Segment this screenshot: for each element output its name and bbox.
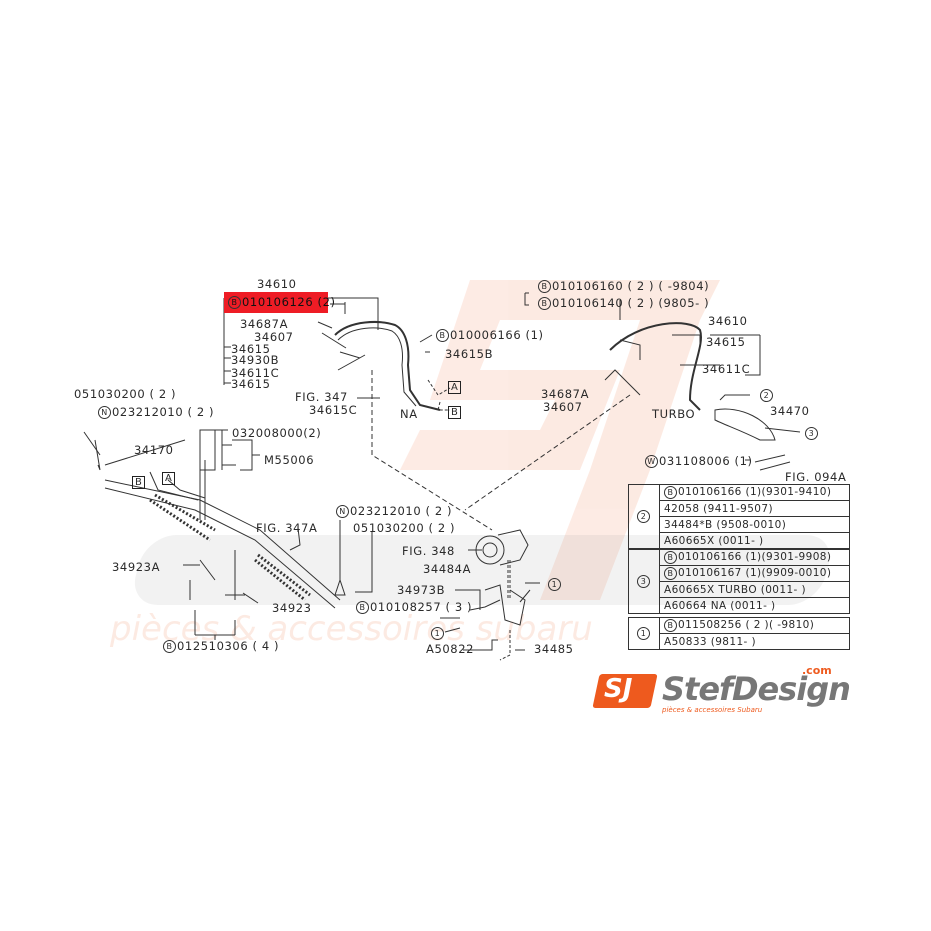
label-051030200-center: 051030200 ( 2 ) xyxy=(353,521,456,535)
table-row: A60665X (0011- ) xyxy=(629,532,850,550)
label-34615-a: 34615 xyxy=(231,342,271,356)
circle-b-icon: B xyxy=(163,640,176,653)
watermark-logo-icon xyxy=(400,280,720,600)
label-34610: 34610 xyxy=(257,277,297,291)
label-34607: 34607 xyxy=(254,330,294,344)
box-a-left: A xyxy=(162,471,176,485)
group-key-3: 3 xyxy=(628,548,660,614)
label-34615-b: 34615 xyxy=(231,377,271,391)
logo-tagline: pièces & accessoires Subaru xyxy=(662,706,763,714)
circle-b-icon: B xyxy=(436,329,449,342)
label-34611C-turbo: 34611C xyxy=(702,362,751,376)
label-34615-turbo: 34615 xyxy=(706,335,746,349)
label-34610-turbo: 34610 xyxy=(708,314,748,328)
label-34607-turbo: 34607 xyxy=(543,400,583,414)
watermark-tagline: pièces & accessoires subaru xyxy=(109,609,593,649)
label-fig-347: FIG. 347 xyxy=(295,390,348,404)
table-row: A60664 NA (0011- ) xyxy=(629,597,850,614)
label-34923: 34923 xyxy=(272,601,312,615)
label-fig-094A: FIG. 094A xyxy=(785,470,847,484)
label-fig-347A: FIG. 347A xyxy=(256,521,318,535)
label-turbo: TURBO xyxy=(652,407,696,421)
table-row: 42058 (9411-9507) xyxy=(629,500,850,517)
label-34611C: 34611C xyxy=(231,366,280,380)
callout-1-a: 1 xyxy=(548,578,562,591)
group-key-1: 1 xyxy=(628,617,660,650)
table-row: A60665X TURBO (0011- ) xyxy=(629,581,850,598)
label-na: NA xyxy=(400,407,418,421)
label-34470: 34470 xyxy=(770,404,810,418)
label-34687A: 34687A xyxy=(240,317,289,331)
label-fig-348: FIG. 348 xyxy=(402,544,455,558)
callout-2: 2 xyxy=(760,389,774,402)
box-b-left: B xyxy=(132,475,146,489)
label-34485: 34485 xyxy=(534,642,574,656)
stefdesign-logo: SJ StefDesign .com pièces & accessoires … xyxy=(590,664,851,718)
box-b-top: B xyxy=(448,405,462,419)
circle-w-icon: W xyxy=(645,455,658,468)
callout-3: 3 xyxy=(805,427,819,440)
circle-b-icon: B xyxy=(538,297,551,310)
logo-domain: .com xyxy=(802,664,832,677)
label-051030200: 051030200 ( 2 ) xyxy=(74,387,177,401)
callout-1-b: 1 xyxy=(431,627,445,640)
circle-b-icon: B xyxy=(356,601,369,614)
label-34170: 34170 xyxy=(134,443,174,457)
label-34923A: 34923A xyxy=(112,560,161,574)
label-34484A: 34484A xyxy=(423,562,472,576)
circle-n-icon: N xyxy=(336,505,349,518)
table-row: 34484*B (9508-0010) xyxy=(629,516,850,533)
label-34930B: 34930B xyxy=(231,353,280,367)
logo-wordmark: StefDesign xyxy=(662,670,851,708)
label-A50822: A50822 xyxy=(426,642,475,656)
group-key-2: 2 xyxy=(628,484,660,550)
label-34973B: 34973B xyxy=(397,583,446,597)
label-032008000: 032008000(2) xyxy=(232,426,322,440)
box-a-top: A xyxy=(448,380,462,394)
label-M55006: M55006 xyxy=(264,453,315,467)
table-row: A50833 (9811- ) xyxy=(629,633,850,650)
circle-b-icon: B xyxy=(228,296,241,309)
label-34615B: 34615B xyxy=(445,347,494,361)
circle-n-icon: N xyxy=(98,406,111,419)
label-34687A-turbo: 34687A xyxy=(541,387,590,401)
highlighted-part-bar xyxy=(224,292,328,313)
circle-b-icon: B xyxy=(538,280,551,293)
label-34615C: 34615C xyxy=(309,403,358,417)
